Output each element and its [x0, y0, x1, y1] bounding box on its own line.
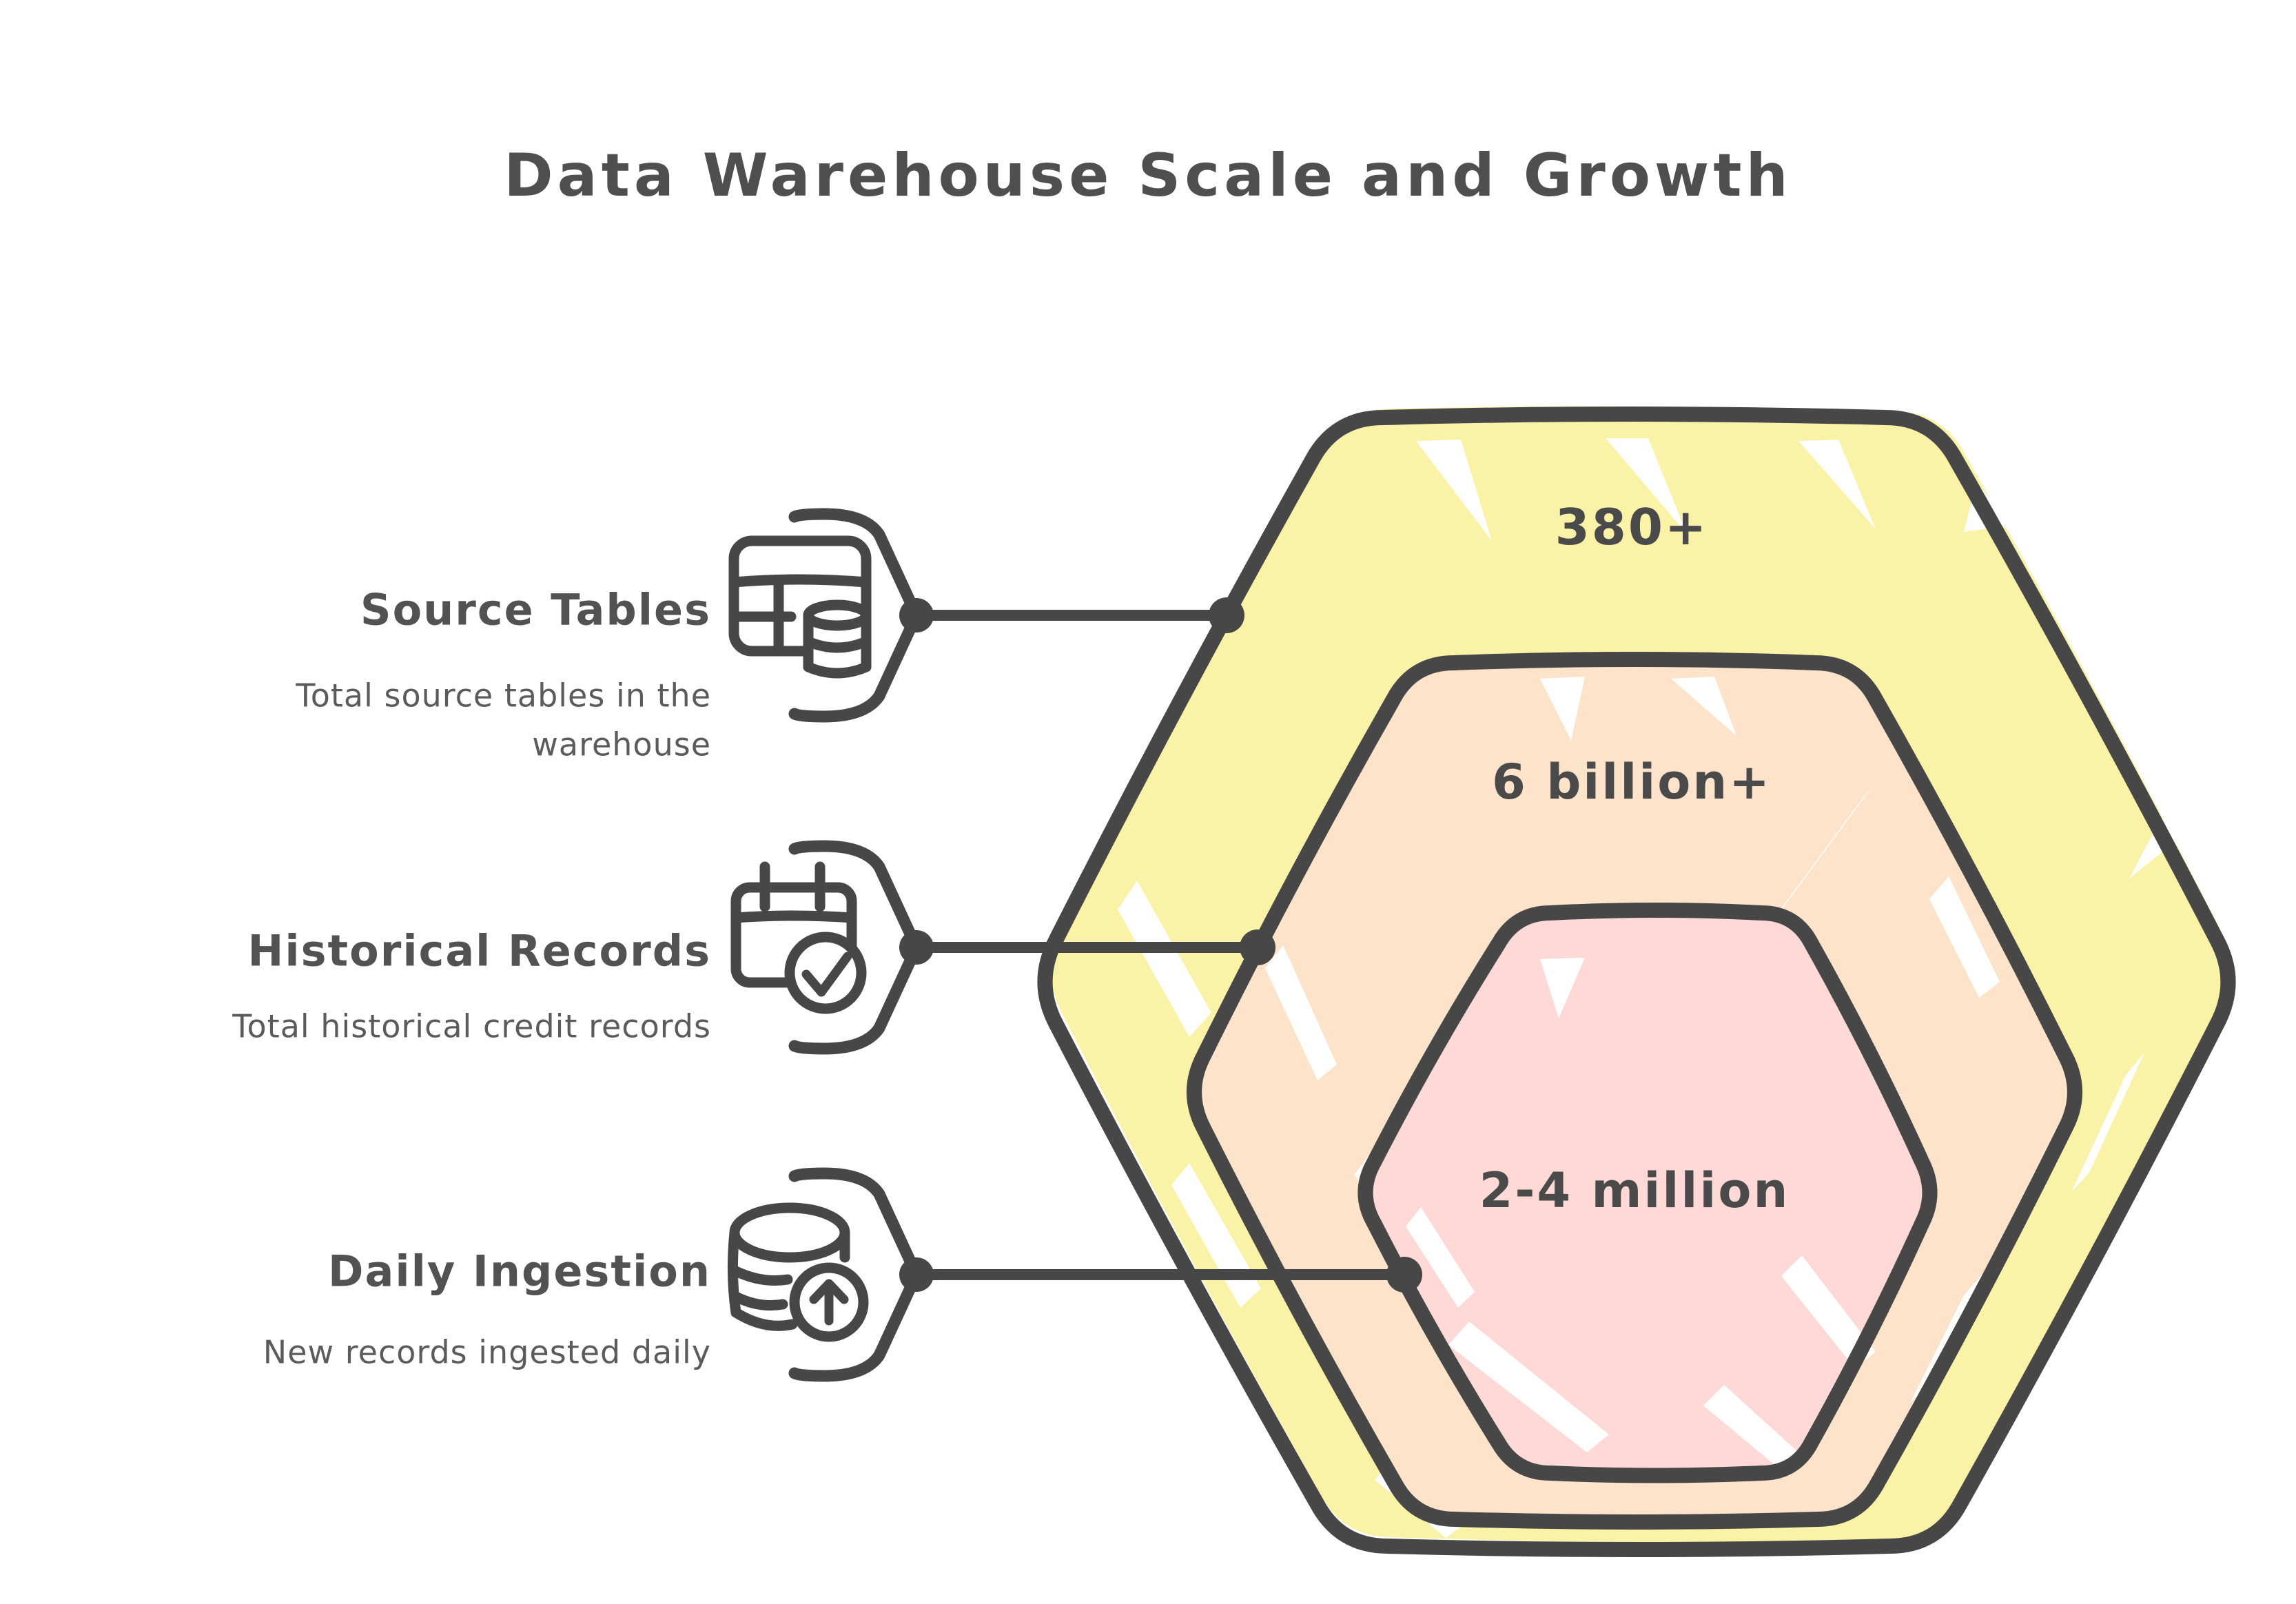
connector-dot	[1209, 597, 1244, 633]
hexagon-inner	[1357, 903, 1938, 1483]
brackets	[788, 508, 923, 1382]
database-upload-icon	[727, 1202, 869, 1342]
hexagon-middle-stroke	[1187, 652, 2082, 1530]
bracket-daily-ingestion	[788, 1167, 923, 1382]
bracket-historical-records	[788, 840, 923, 1055]
item-description-historical-records: Total historical credit records	[232, 1007, 711, 1045]
hexagon-value-daily-ingestion: 2-4 million	[1479, 1162, 1790, 1219]
connector-dot	[1386, 1257, 1422, 1293]
hexagon-inner-fill	[1369, 906, 1934, 1472]
page-title: Data Warehouse Scale and Growth	[504, 141, 1792, 210]
item-title-daily-ingestion: Daily Ingestion	[328, 1246, 711, 1297]
bracket-source-tables	[788, 508, 923, 723]
hexagon-outer-stroke	[1037, 407, 2236, 1557]
connector-dot	[1240, 929, 1275, 965]
scribble-highlights-pink	[1406, 958, 1876, 1468]
calendar-check-icon	[730, 861, 867, 1014]
table-database-icon	[728, 535, 872, 679]
hexagon-value-source-tables: 380+	[1555, 498, 1709, 556]
hexagon-inner-stroke	[1357, 903, 1938, 1483]
hexagon-value-historical-records: 6 billion+	[1492, 754, 1772, 810]
item-title-source-tables: Source Tables	[360, 584, 711, 635]
item-description-daily-ingestion: New records ingested daily	[263, 1333, 711, 1371]
item-description-source-tables: Total source tables in the warehouse	[296, 677, 711, 763]
item-title-historical-records: Historical Records	[247, 925, 711, 976]
